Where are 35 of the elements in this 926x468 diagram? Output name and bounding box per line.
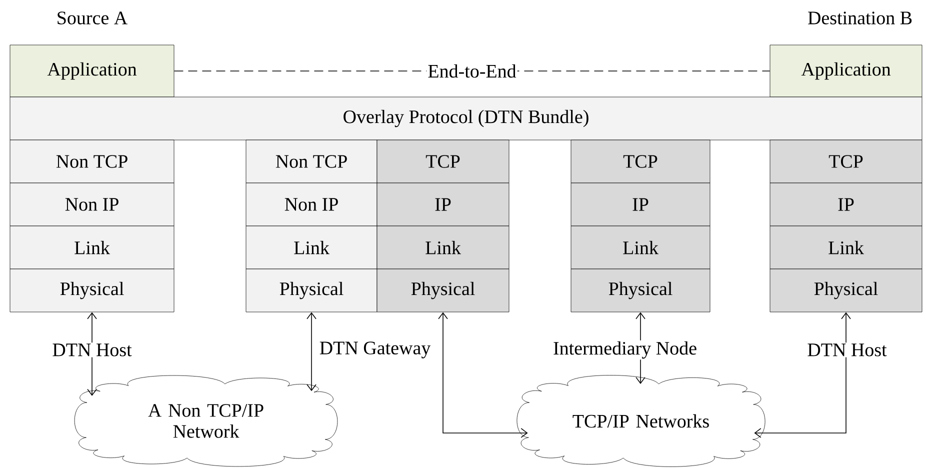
layer-box: Non TCP	[246, 140, 378, 184]
layer-box: TCP	[770, 140, 922, 184]
layer-box: IP	[376, 182, 510, 226]
overlay-band: Overlay Protocol (DTN Bundle)	[10, 96, 922, 140]
layer-box: Non IP	[246, 182, 378, 226]
layer-box: TCP	[376, 140, 510, 184]
layer-box: Non IP	[10, 182, 174, 226]
node-role-label: DTN Host	[806, 342, 888, 358]
layer-box: Link	[10, 226, 174, 270]
layer-box: IP	[570, 182, 710, 226]
stack-heading: Source A	[58, 12, 128, 24]
layer-box: Link	[376, 226, 510, 270]
application-box: Application	[770, 44, 922, 98]
edge-label: End-to-End	[426, 63, 518, 79]
node-role-label: DTN Host	[51, 342, 133, 358]
connector	[306, 312, 316, 392]
node-role-label: Intermediary Node	[552, 340, 698, 360]
application-box: Application	[10, 44, 174, 98]
connector	[438, 312, 528, 438]
layer-box: Link	[570, 226, 710, 270]
layer-box: IP	[770, 182, 922, 226]
layer-box: Link	[770, 226, 922, 270]
layer-box: Non TCP	[10, 140, 174, 184]
network-cloud: A Non TCP/IP Network	[74, 375, 338, 467]
layer-box: Physical	[770, 268, 922, 312]
layer-box: Physical	[570, 268, 710, 312]
stack-heading: Destination B	[808, 12, 912, 24]
layer-box: Physical	[376, 268, 510, 312]
layer-box: TCP	[570, 140, 710, 184]
network-cloud: TCP/IP Networks	[516, 375, 766, 467]
node-role-label: DTN Gateway	[318, 340, 432, 360]
layer-box: Physical	[246, 268, 378, 312]
layer-box: Physical	[10, 268, 174, 312]
connector	[754, 312, 851, 438]
layer-box: Link	[246, 226, 378, 270]
